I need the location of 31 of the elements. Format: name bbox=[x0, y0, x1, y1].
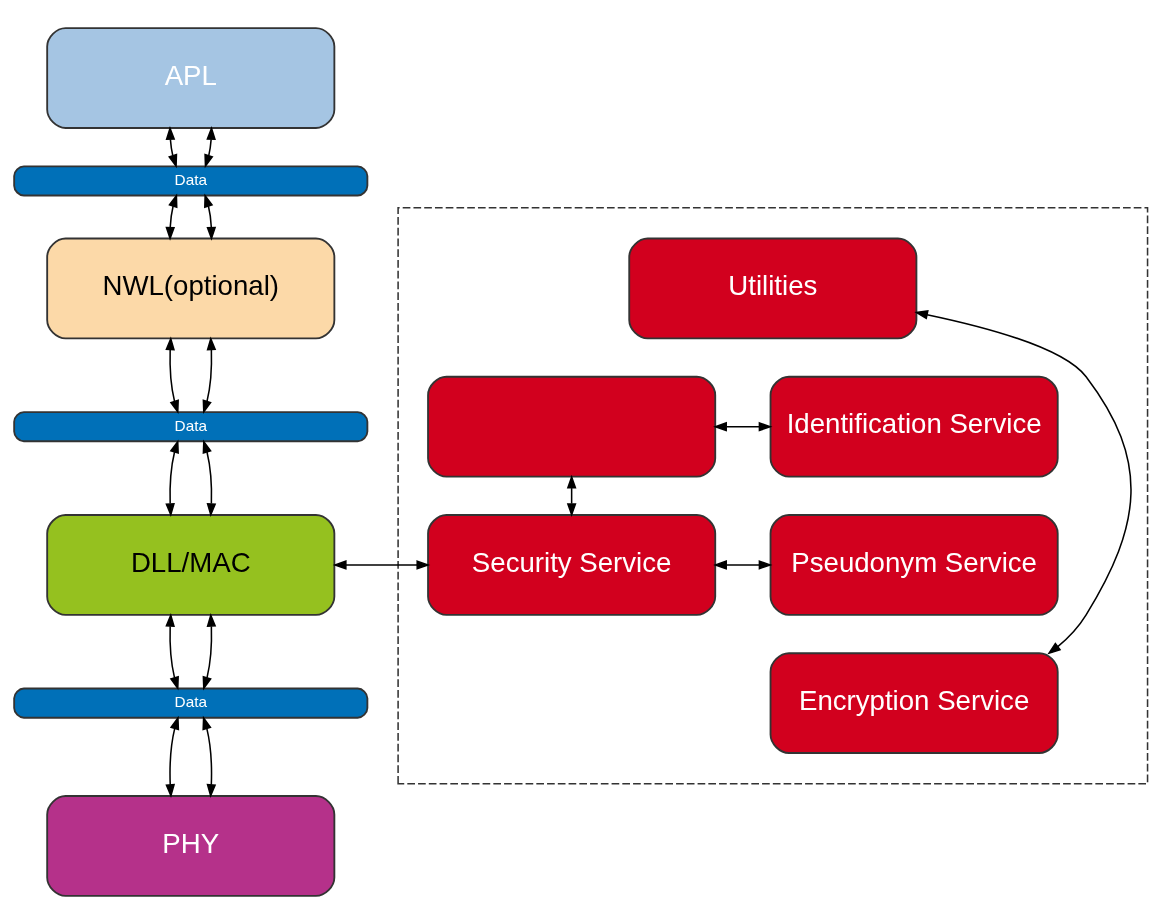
arrow bbox=[202, 336, 217, 414]
arrow bbox=[165, 612, 179, 691]
arrow bbox=[332, 560, 431, 570]
arrow bbox=[165, 126, 178, 169]
arrow bbox=[202, 439, 217, 518]
arrow bbox=[165, 193, 178, 241]
node-box: Utilities bbox=[628, 237, 918, 340]
node-box: Data bbox=[13, 165, 369, 197]
arrow bbox=[914, 310, 1132, 655]
arrow bbox=[165, 439, 179, 518]
cluster bbox=[397, 207, 1149, 785]
node-box: APL bbox=[46, 27, 336, 129]
node-box: Data bbox=[13, 411, 369, 443]
arrow bbox=[165, 336, 179, 414]
node-box bbox=[427, 375, 717, 478]
node-box: Identification Service bbox=[769, 375, 1059, 478]
node-box: DLL/MAC bbox=[46, 514, 336, 616]
arrow bbox=[202, 612, 217, 691]
arrow bbox=[204, 193, 217, 241]
arrow bbox=[713, 421, 773, 432]
arrow bbox=[202, 715, 217, 798]
node-box: PHY bbox=[46, 795, 336, 897]
arrow bbox=[566, 474, 577, 517]
node-box: Pseudonym Service bbox=[769, 514, 1059, 616]
arrow bbox=[165, 715, 180, 798]
node-box: NWL(optional) bbox=[46, 237, 336, 340]
node-box: Encryption Service bbox=[769, 652, 1059, 754]
node-box: Security Service bbox=[427, 514, 717, 616]
arrow bbox=[713, 560, 773, 570]
node-box: Data bbox=[13, 687, 369, 719]
arrow bbox=[204, 126, 216, 169]
